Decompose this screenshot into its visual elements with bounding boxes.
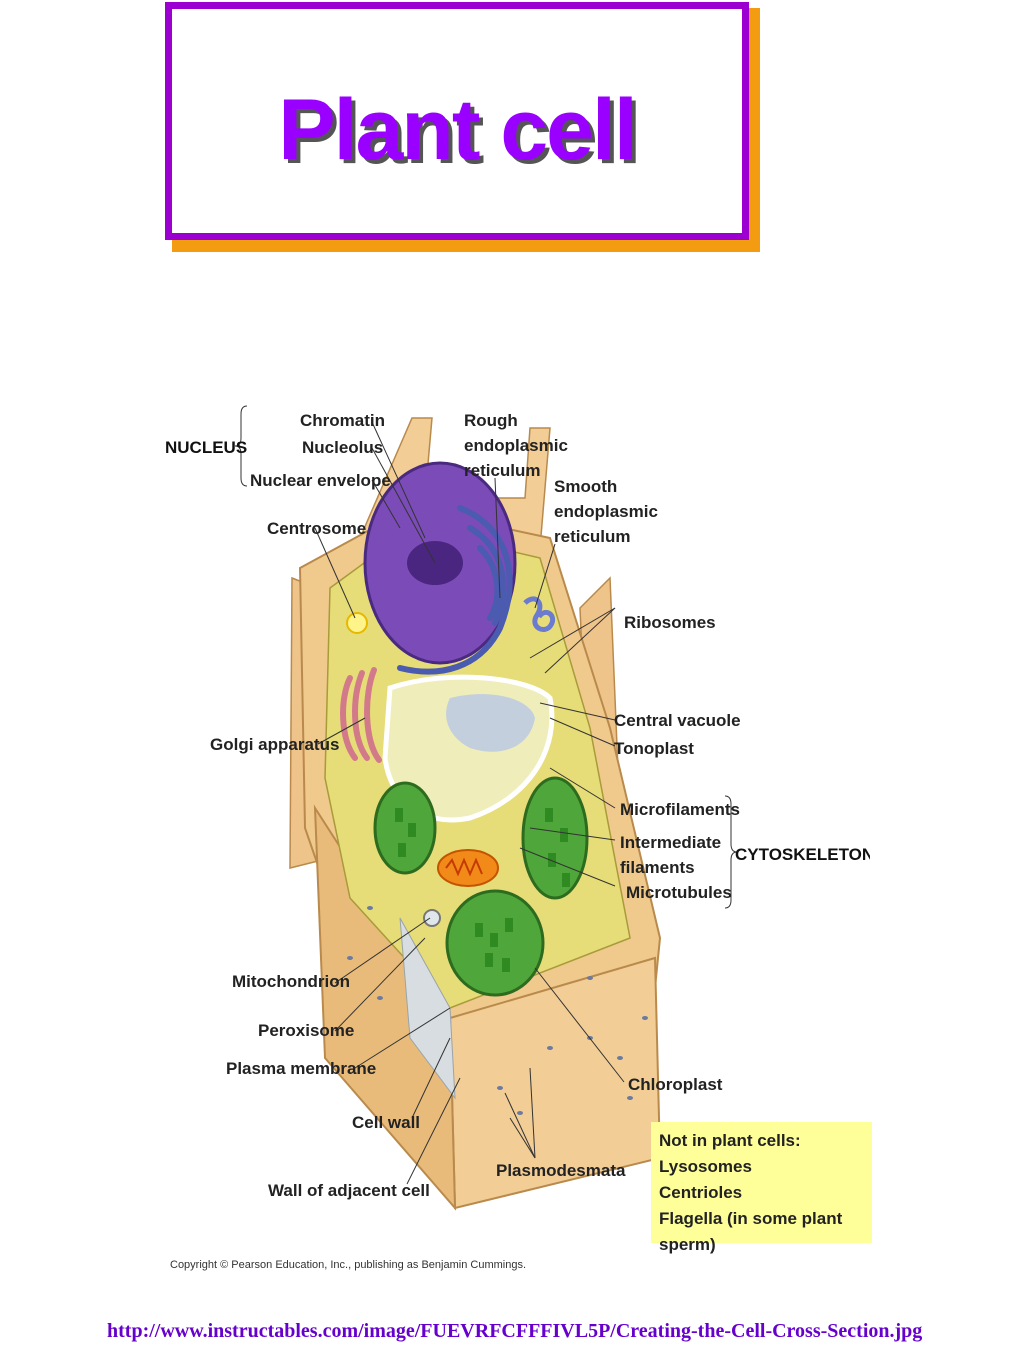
label-plasma-membrane: Plasma membrane: [226, 1059, 376, 1078]
label-chloroplast: Chloroplast: [628, 1075, 723, 1094]
source-url-link[interactable]: http://www.instructables.com/image/FUEVR…: [107, 1320, 923, 1342]
chloroplast-2: [521, 776, 589, 900]
label-smooth-er-3: reticulum: [554, 527, 631, 546]
label-central-vacuole: Central vacuole: [614, 711, 741, 730]
note-item-lysosomes: Lysosomes: [659, 1157, 752, 1176]
label-microfilaments: Microfilaments: [620, 800, 740, 819]
plant-cell-diagram: NUCLEUS Chromatin Nucleolus Nuclear enve…: [165, 405, 870, 1211]
label-rough-er-1: Rough: [464, 411, 518, 430]
label-chromatin: Chromatin: [300, 411, 385, 430]
label-nuclear-envelope: Nuclear envelope: [250, 471, 391, 490]
note-item-centrioles: Centrioles: [659, 1183, 743, 1202]
vacuole-inner: [446, 694, 535, 752]
label-smooth-er-2: endoplasmic: [554, 502, 658, 521]
label-nucleus-group: NUCLEUS: [165, 438, 247, 457]
nucleus-bracket: [234, 405, 248, 487]
label-ribosomes: Ribosomes: [624, 613, 716, 632]
label-peroxisome: Peroxisome: [258, 1021, 354, 1040]
label-plasmodesmata: Plasmodesmata: [496, 1161, 626, 1180]
leader-lines: [314, 421, 625, 1185]
note-heading: Not in plant cells:: [659, 1131, 801, 1150]
mitochondrion-cristae: [445, 857, 483, 877]
note-item-flagella: Flagella (in some plant sperm): [659, 1209, 843, 1254]
title-box: Plant cell: [165, 2, 749, 240]
label-nucleolus: Nucleolus: [302, 438, 383, 457]
plasma-membrane-region: [399, 917, 456, 1100]
plasmodesmata-holes: [347, 906, 648, 1115]
label-intermediate-1: Intermediate: [620, 833, 721, 852]
page-title: Plant cell: [278, 82, 638, 178]
label-mitochondrion: Mitochondrion: [232, 972, 350, 991]
peroxisome: [423, 909, 441, 927]
cytoskeleton-bracket: [724, 795, 738, 909]
diagram-labels: NUCLEUS Chromatin Nucleolus Nuclear enve…: [165, 411, 870, 1200]
label-intermediate-2: filaments: [620, 858, 695, 877]
label-smooth-er-1: Smooth: [554, 477, 617, 496]
chloroplast-1: [373, 781, 437, 875]
cell-illustration: [289, 417, 662, 1211]
golgi-apparatus: [340, 667, 382, 763]
copyright-notice: Copyright © Pearson Education, Inc., pub…: [170, 1259, 527, 1271]
label-microtubules: Microtubules: [626, 883, 732, 902]
label-rough-er-3: reticulum: [464, 461, 541, 480]
label-golgi: Golgi apparatus: [210, 735, 339, 754]
not-in-plant-cells-note: Not in plant cells: Lysosomes Centrioles…: [651, 1122, 872, 1254]
label-cytoskeleton-group: CYTOSKELETON: [735, 845, 870, 864]
rough-er: [397, 505, 513, 675]
label-rough-er-2: endoplasmic: [464, 436, 568, 455]
thylakoid-stacks: [395, 808, 570, 972]
label-wall-adjacent-cell: Wall of adjacent cell: [268, 1181, 430, 1200]
centrosome: [346, 612, 368, 634]
label-centrosome: Centrosome: [267, 519, 366, 538]
label-tonoplast: Tonoplast: [614, 739, 694, 758]
label-cell-wall: Cell wall: [352, 1113, 420, 1132]
